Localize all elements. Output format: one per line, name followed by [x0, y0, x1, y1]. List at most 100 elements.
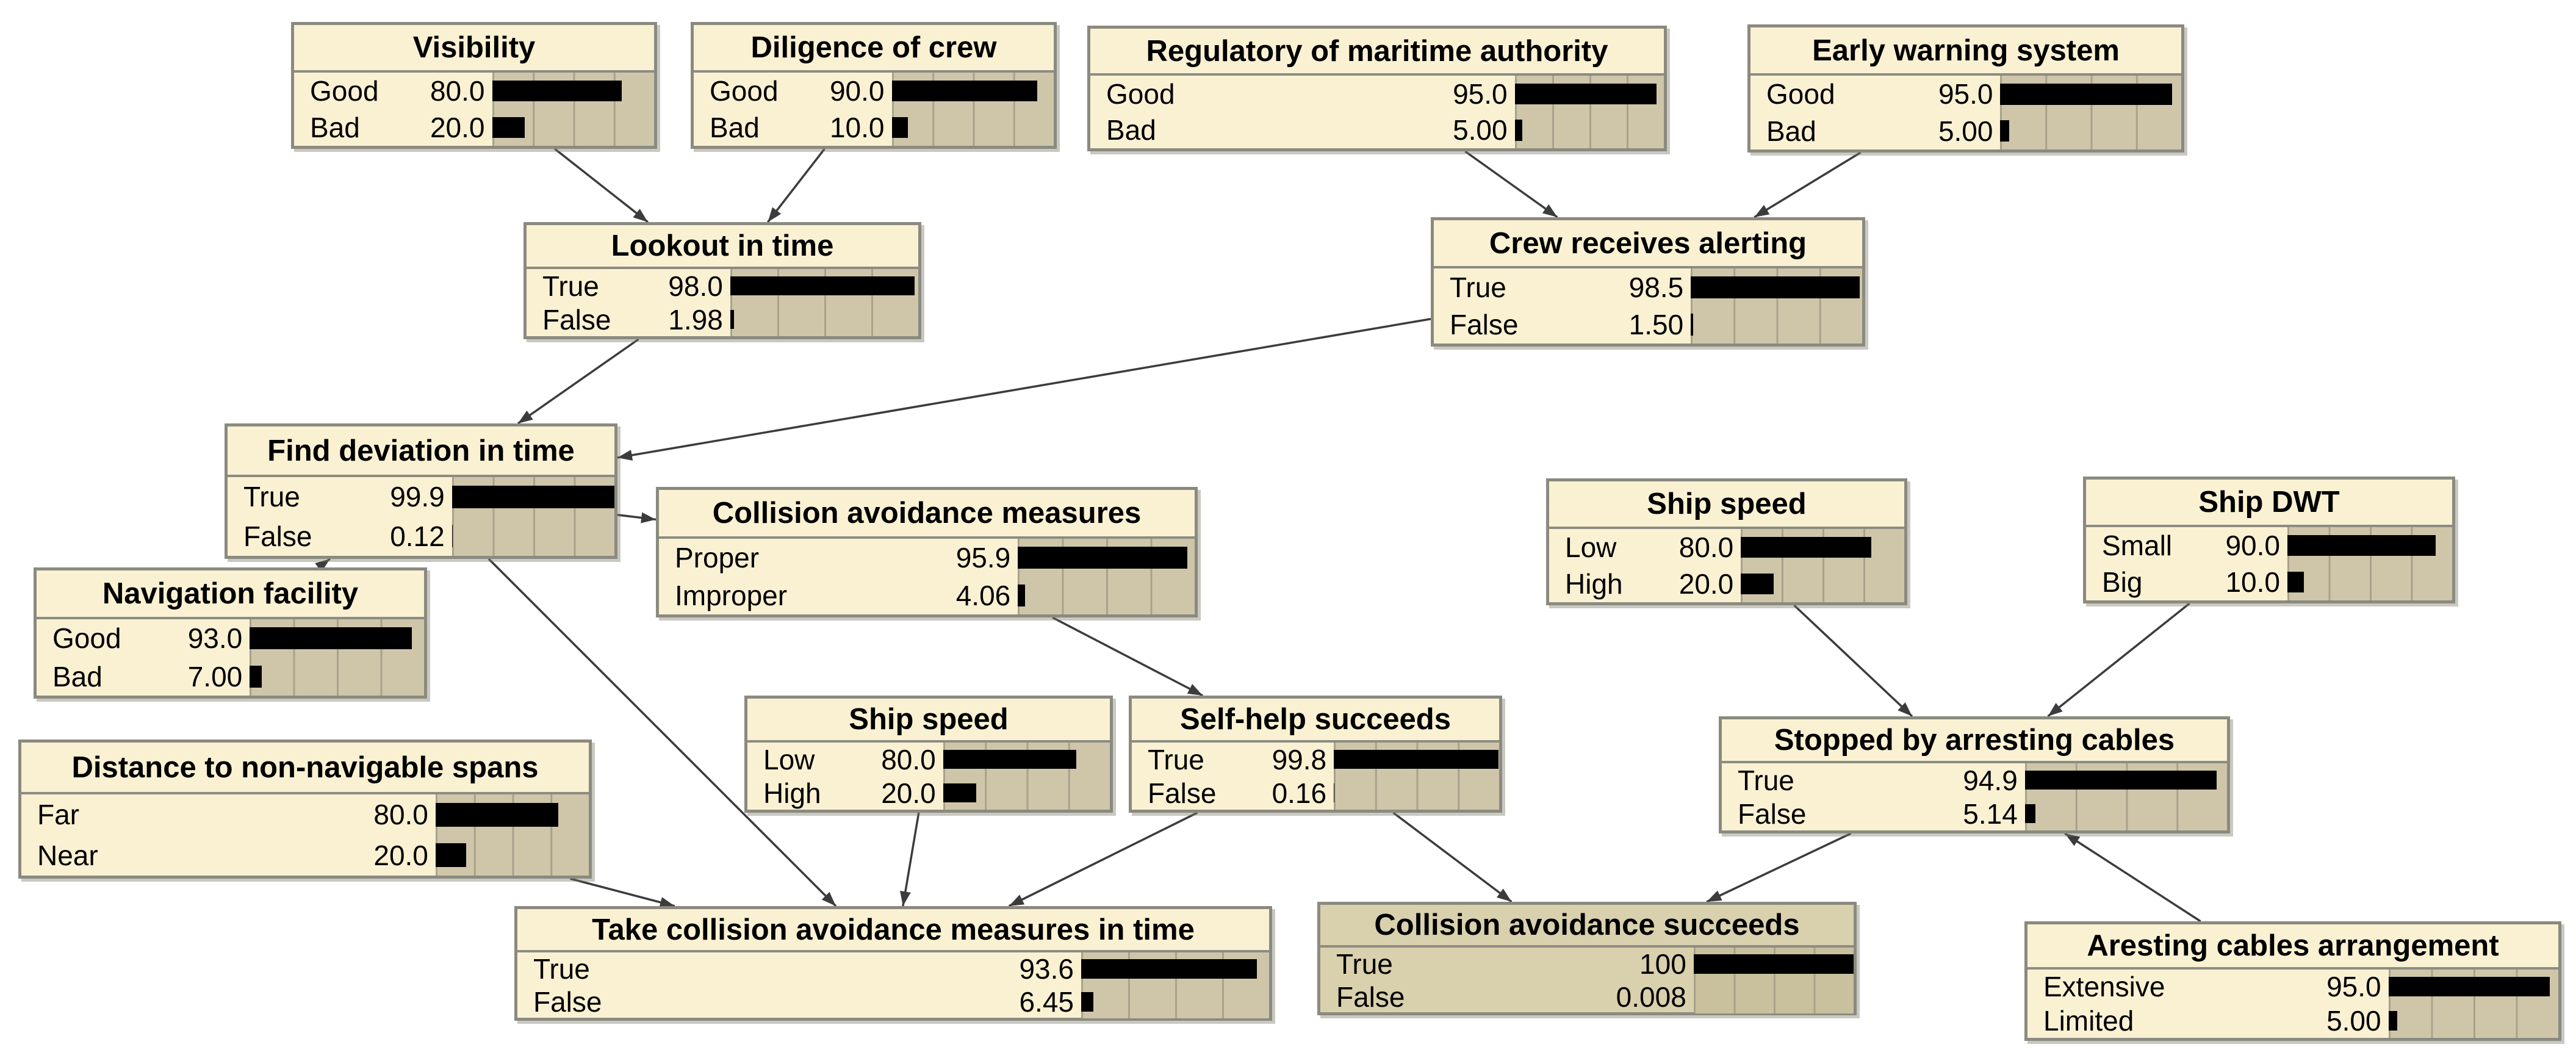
probability-bar — [1691, 314, 1694, 336]
state-label: Extensive — [2043, 971, 2165, 1002]
probability-bar-area — [2388, 1004, 2558, 1038]
probability-bar — [1514, 120, 1522, 141]
probability-bar — [730, 276, 915, 296]
node-take_cam[interactable]: Take collision avoidance measures in tim… — [514, 906, 1272, 1021]
state-row: High 20.0 — [747, 776, 1110, 810]
state-label: True — [1336, 948, 1393, 980]
probability-bar-area — [250, 619, 424, 658]
state-label: Bad — [310, 112, 360, 143]
state-probability-value: 5.14 — [1963, 797, 2018, 830]
state-probability-value: 20.0 — [881, 777, 936, 809]
state-probability-value: 4.06 — [955, 580, 1011, 611]
state-label: Small — [2102, 530, 2173, 561]
probability-bar — [2000, 83, 2173, 105]
state-probability-value: 1.98 — [668, 303, 723, 336]
probability-bar — [492, 80, 622, 102]
state-label: Good — [710, 75, 779, 107]
node-title: Aresting cables arrangement — [2027, 924, 2558, 970]
probability-bar-area — [1018, 539, 1195, 577]
edge-arresting_arr-to-stopped — [2064, 832, 2201, 923]
probability-bar-area — [492, 73, 654, 109]
probability-bar-area — [1018, 577, 1195, 614]
probability-bar-area — [730, 303, 918, 336]
probability-bar — [435, 802, 558, 827]
state-label: Bad — [52, 660, 103, 693]
probability-bar-area — [1693, 948, 1854, 981]
state-label: False — [533, 986, 602, 1018]
state-label: True — [1450, 271, 1506, 303]
node-title: Distance to non-navigable spans — [21, 743, 589, 794]
edge-visibility-to-lookout — [554, 148, 649, 223]
state-label: High — [763, 777, 821, 809]
state-probability-value: 98.5 — [1628, 271, 1684, 303]
probability-bar-area — [250, 657, 424, 696]
state-label: High — [1565, 568, 1623, 600]
state-label-value: True 98.5 — [1434, 268, 1691, 306]
state-label: Good — [52, 622, 121, 655]
probability-bar-area — [2000, 76, 2181, 113]
probability-bar-area — [891, 73, 1054, 109]
state-label: Good — [1766, 78, 1835, 110]
probability-bar-area — [452, 516, 614, 556]
probability-bar — [1081, 959, 1257, 979]
state-probability-value: 0.008 — [1616, 981, 1686, 1013]
probability-bar-area — [2024, 763, 2227, 797]
probability-bar — [943, 783, 977, 803]
probability-bar — [2000, 120, 2010, 142]
state-probability-value: 95.0 — [1453, 77, 1508, 110]
probability-bar — [435, 843, 467, 868]
probability-bar-area — [943, 776, 1110, 810]
probability-bar — [1691, 276, 1860, 298]
state-probability-value: 99.9 — [390, 481, 445, 513]
edge-selfhelp-to-take_cam — [1008, 811, 1198, 907]
node-title: Ship speed — [747, 699, 1110, 743]
state-label: Limited — [2043, 1005, 2134, 1037]
state-probability-value: 99.8 — [1272, 743, 1327, 776]
edge-ship_dwt-to-stopped — [2047, 602, 2190, 718]
edge-find_deviation-to-cam — [617, 512, 657, 524]
